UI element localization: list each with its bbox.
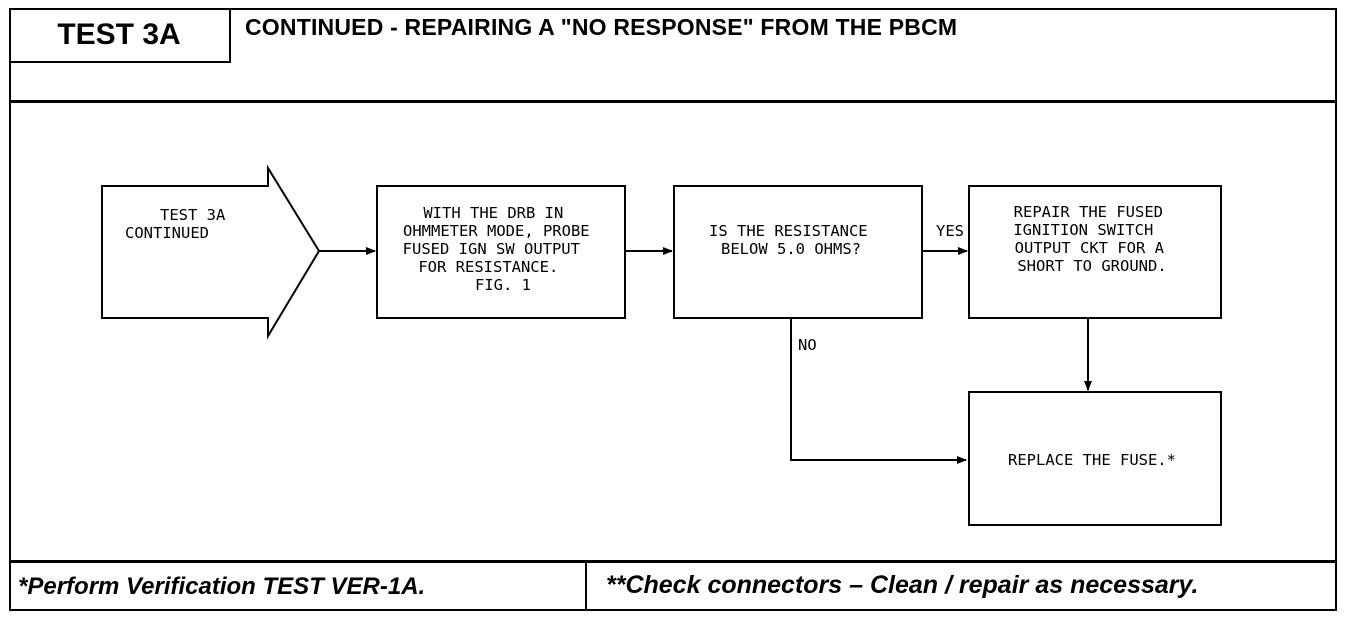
footer-column-divider <box>585 563 587 611</box>
no-label: NO <box>798 336 817 354</box>
connector-note: **Check connectors – Clean / repair as n… <box>606 571 1199 599</box>
yes-label: YES <box>936 222 964 240</box>
question-box <box>673 185 923 319</box>
step1-text: WITH THE DRB IN OHMMETER MODE, PROBE FUS… <box>403 204 599 294</box>
page-frame <box>9 8 1337 611</box>
footer-divider <box>9 560 1337 563</box>
header-divider <box>9 100 1337 103</box>
connector-no <box>790 318 967 464</box>
question-text: IS THE RESISTANCE BELOW 5.0 OHMS? <box>709 222 877 258</box>
start-line: CONTINUED <box>125 224 209 242</box>
step1-box <box>376 185 626 319</box>
verification-note: *Perform Verification TEST VER-1A. <box>18 573 426 600</box>
replace-box <box>968 391 1222 526</box>
page-title: CONTINUED - REPAIRING A "NO RESPONSE" FR… <box>245 14 958 40</box>
replace-text: REPLACE THE FUSE.* <box>1008 451 1176 469</box>
repair-box <box>968 185 1222 319</box>
start-line: TEST 3A <box>160 206 226 224</box>
start-label: TEST 3A CONTINUED <box>125 206 235 242</box>
repair-text: REPAIR THE FUSED IGNITION SWITCH OUTPUT … <box>1013 203 1173 275</box>
start-arrow-shape <box>101 164 321 340</box>
test-id: TEST 3A <box>9 8 231 63</box>
